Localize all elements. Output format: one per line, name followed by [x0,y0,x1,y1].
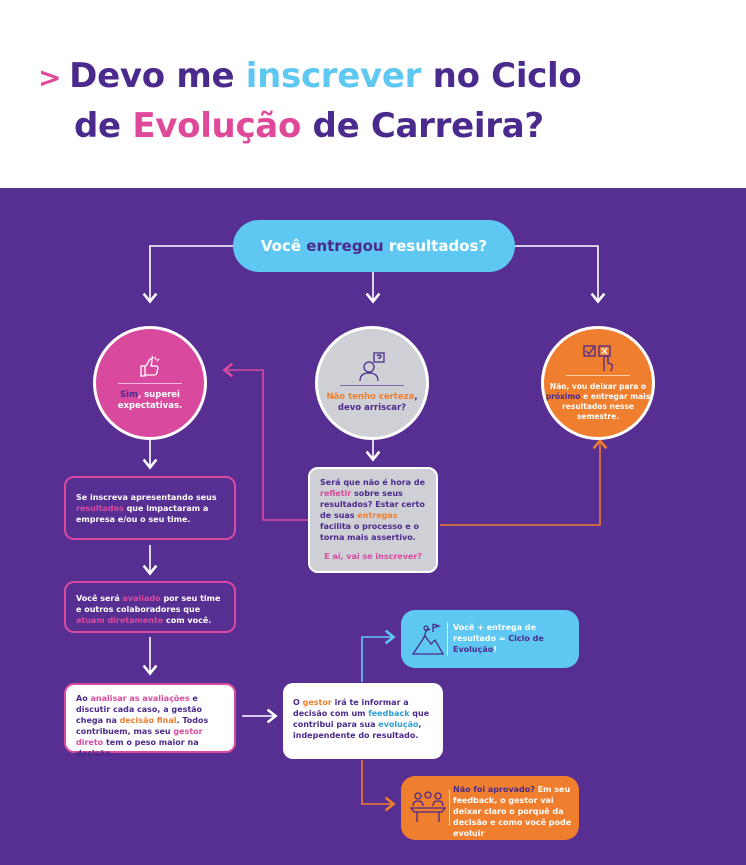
outcome-approved-text: Você + entrega de resultado = Ciclo de E… [453,623,544,654]
arrow-to-no [515,245,606,304]
step-avaliado: Você será avaliado por seu time e outros… [64,581,236,633]
divider [566,375,630,376]
outcome-rejected: Não foi aprovado? Em seu feedback, o ges… [401,776,579,840]
option-yes: Sim, superei expectativas. [93,326,207,440]
option-unsure: Não tenho certeza, devo arriscar? [315,326,429,440]
divider [447,622,448,656]
arrow-to-yes [142,245,233,304]
option-yes-text: Sim, superei expectativas. [117,390,183,411]
divider [118,383,182,384]
title-line-1: >Devo me inscrever no Ciclo [38,56,582,96]
title-line-2: de Evolução de Carreira? [74,106,544,146]
option-no: Não, vou deixar para o próximo e entrega… [541,326,655,440]
chevron-right-icon: > [38,61,62,94]
page-title: >Devo me inscrever no Ciclo de Evolução … [38,52,738,151]
step-refletir: Será que não é hora de refletir sobre se… [308,467,438,573]
thumbs-up-icon [140,355,160,377]
arrow-to-approved [361,629,396,682]
arrow-to-rejected [361,760,396,812]
arrow-reflect-to-yes [222,362,308,521]
arrow-reflect-to-no [440,438,608,526]
step-feedback: O gestor irá te informar a decisão com u… [283,683,443,759]
outcome-approved: Você + entrega de resultado = Ciclo de E… [401,610,579,668]
person-question-icon [359,352,385,382]
step-decisao-final: Ao analisar as avaliações e discutir cad… [64,683,236,758]
outcome-rejected-text: Não foi aprovado? Em seu feedback, o ges… [453,785,572,838]
checklist-hand-icon [583,345,613,372]
option-no-text: Não, vou deixar para o próximo e entrega… [545,382,651,421]
divider [449,790,450,826]
question-inscrever: E aí, vai se inscrever? [324,552,422,561]
mountain-climber-icon [411,623,445,655]
step-inscreva: Se inscreva apresentando seus resultados… [64,476,236,540]
option-unsure-text: Não tenho certeza, devo arriscar? [326,392,418,413]
question-entregou: Você entregou resultados? [233,220,515,272]
divider [340,385,404,386]
meeting-table-icon [409,791,447,822]
